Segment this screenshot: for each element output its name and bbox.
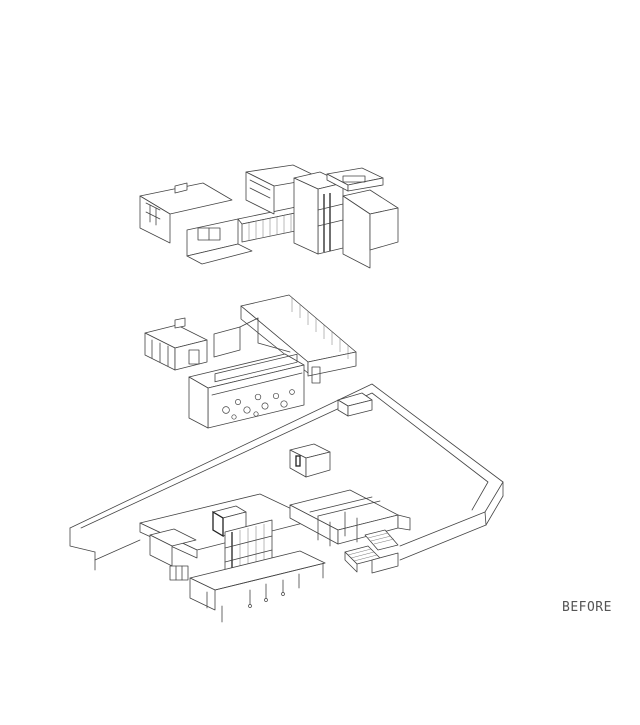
ground-floor-level — [69, 383, 504, 623]
upper-floor-level — [139, 164, 399, 269]
stage-label: BEFORE — [562, 600, 612, 615]
stairs — [344, 514, 411, 574]
middle-floor-level — [144, 294, 357, 429]
